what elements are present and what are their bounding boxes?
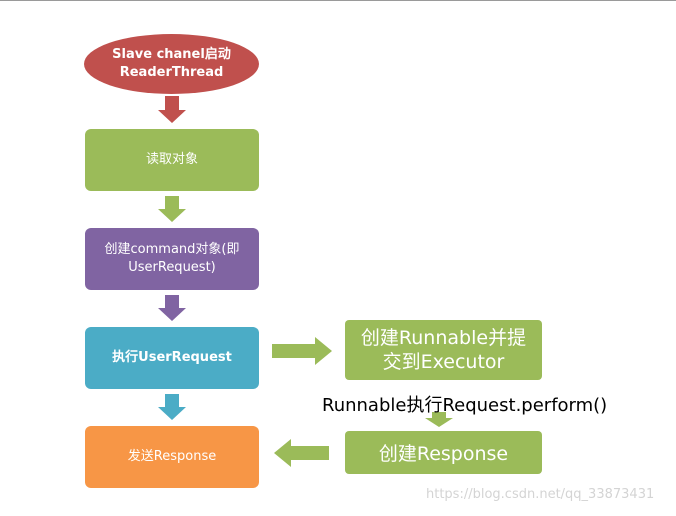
create-runnable-node: 创建Runnable并提 交到Executor xyxy=(345,320,542,380)
right-arrow xyxy=(272,337,332,365)
read-object-label: 读取对象 xyxy=(145,152,198,167)
send-response-label: 发送Response xyxy=(127,449,217,464)
down-arrow-4 xyxy=(158,394,186,420)
create-runnable-label-line1: 创建Runnable并提 xyxy=(360,327,527,349)
create-runnable-label-line2: 交到Executor xyxy=(382,351,505,373)
top-border xyxy=(0,0,676,1)
start-label-line2: ReaderThread xyxy=(119,65,224,80)
left-arrow xyxy=(274,439,329,467)
create-command-label-line2: UserRequest) xyxy=(128,260,216,275)
start-node: Slave chanel启动 ReaderThread xyxy=(84,34,259,94)
start-label-line1: Slave chanel启动 xyxy=(112,47,231,62)
watermark: https://blog.csdn.net/qq_33873431 xyxy=(426,487,655,502)
runnable-caption: Runnable执行Request.perform() xyxy=(322,395,608,416)
create-response-node: 创建Response xyxy=(345,431,542,474)
down-arrow-1 xyxy=(158,96,186,123)
down-arrow-3 xyxy=(158,295,186,321)
execute-node: 执行UserRequest xyxy=(85,327,259,389)
create-command-label-line1: 创建command对象(即 xyxy=(104,242,240,257)
down-arrow-2 xyxy=(158,196,186,222)
down-arrow-right xyxy=(425,412,453,427)
read-object-node: 读取对象 xyxy=(85,129,259,191)
create-command-node: 创建command对象(即 UserRequest) xyxy=(85,228,259,290)
execute-label: 执行UserRequest xyxy=(112,350,232,365)
create-response-label: 创建Response xyxy=(378,443,509,465)
send-response-node: 发送Response xyxy=(85,426,259,488)
